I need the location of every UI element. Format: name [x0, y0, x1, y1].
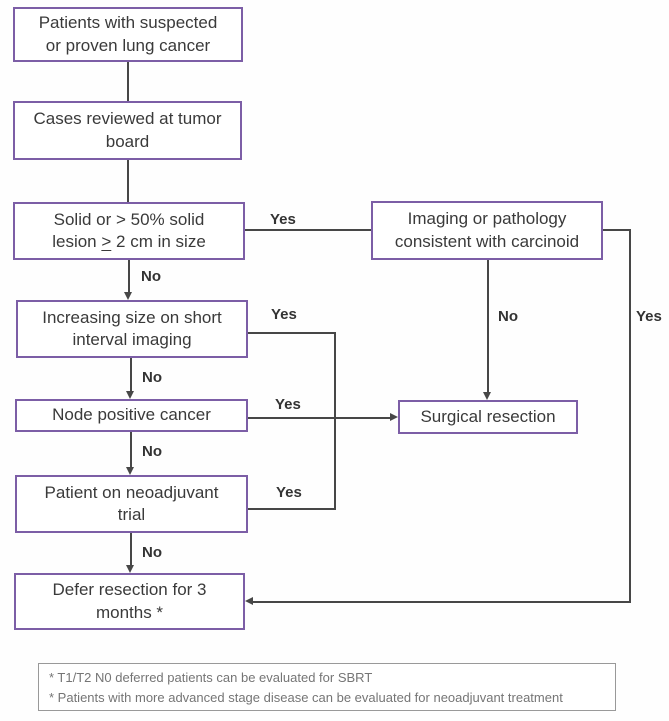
- solid-lesion-l2-post: 2 cm in size: [111, 232, 206, 251]
- connector-yes-collector-line: [334, 332, 336, 508]
- node-solid-lesion: Solid or > 50% solid lesion > 2 cm in si…: [13, 202, 245, 260]
- node-carcinoid: Imaging or pathology consistent with car…: [371, 201, 603, 260]
- connector-nodepositive-no-line: [130, 432, 132, 468]
- node-solid-lesion-line2: lesion > 2 cm in size: [15, 231, 243, 253]
- edge-label-yes-solid-carcinoid: Yes: [270, 211, 296, 228]
- arrowhead-into-neoadjuvant: [126, 467, 134, 475]
- footnote-box: * T1/T2 N0 deferred patients can be eval…: [38, 663, 616, 711]
- connector-carcinoid-yes-right-line: [629, 229, 631, 603]
- connector-tumorboard-to-solid: [127, 160, 129, 202]
- solid-lesion-l2-pre: lesion: [52, 232, 102, 251]
- arrowhead-into-increasing: [124, 292, 132, 300]
- node-patients-suspected: Patients with suspected or proven lung c…: [13, 7, 243, 62]
- node-neoadjuvant-trial-line2: trial: [117, 505, 146, 524]
- footnote-line2: * Patients with more advanced stage dise…: [49, 690, 563, 706]
- node-surgical-resection: Surgical resection: [398, 400, 578, 434]
- connector-neoadjuvant-no-line: [130, 533, 132, 566]
- edge-label-no-neoadjuvant: No: [142, 544, 162, 561]
- connector-carcinoid-no-line: [487, 260, 489, 393]
- connector-carcinoid-to-right: [603, 229, 631, 231]
- arrowhead-into-defer-top: [126, 565, 134, 573]
- node-tumor-board: Cases reviewed at tumor board: [13, 101, 242, 160]
- node-carcinoid-line1: Imaging or pathology: [407, 209, 567, 229]
- solid-lesion-gte-symbol: >: [101, 232, 112, 251]
- node-node-positive-line1: Node positive cancer: [52, 405, 211, 425]
- connector-solid-yes-to-carcinoid: [245, 229, 371, 231]
- connector-right-to-defer: [253, 601, 630, 603]
- arrowhead-into-surgical-left: [390, 413, 398, 421]
- edge-label-no-solid: No: [141, 268, 161, 285]
- connector-neoadjuvant-yes: [248, 508, 336, 510]
- edge-label-yes-nodepositive: Yes: [275, 396, 301, 413]
- node-increasing-size: Increasing size on short interval imagin…: [16, 300, 248, 358]
- connector-nodepositive-yes-to-surgical: [248, 417, 391, 419]
- connector-increasing-yes: [248, 332, 336, 334]
- node-defer-resection-line2: months *: [95, 602, 164, 622]
- edge-label-yes-increasing: Yes: [271, 306, 297, 323]
- edge-label-yes-neoadjuvant: Yes: [276, 484, 302, 501]
- node-neoadjuvant-trial: Patient on neoadjuvant trial: [15, 475, 248, 533]
- connector-suspected-to-tumorboard: [127, 62, 129, 101]
- node-increasing-size-line2: interval imaging: [72, 330, 192, 349]
- arrowhead-into-defer-right: [245, 597, 253, 605]
- connector-increasing-no-line: [130, 358, 132, 392]
- node-defer-resection-line1: Defer resection for 3: [52, 580, 207, 600]
- edge-label-yes-carcinoid: Yes: [636, 308, 662, 325]
- edge-label-no-increasing: No: [142, 369, 162, 386]
- node-increasing-size-line1: Increasing size on short: [42, 307, 222, 327]
- node-solid-lesion-line1: Solid or > 50% solid: [53, 209, 205, 229]
- node-neoadjuvant-trial-line1: Patient on neoadjuvant: [44, 482, 219, 502]
- edge-label-no-nodepositive: No: [142, 443, 162, 460]
- footnote-line1: * T1/T2 N0 deferred patients can be eval…: [49, 670, 373, 685]
- node-patients-suspected-line1: Patients with suspected: [38, 13, 218, 33]
- node-tumor-board-line1: Cases reviewed at tumor: [33, 109, 222, 129]
- node-surgical-resection-line1: Surgical resection: [420, 406, 556, 426]
- node-node-positive: Node positive cancer: [15, 399, 248, 432]
- connector-solid-no-line: [128, 260, 130, 293]
- arrowhead-into-nodepositive: [126, 391, 134, 399]
- node-defer-resection: Defer resection for 3 months *: [14, 573, 245, 630]
- node-carcinoid-line2: consistent with carcinoid: [394, 231, 580, 251]
- node-patients-suspected-line2: or proven lung cancer: [45, 35, 211, 55]
- node-tumor-board-line2: board: [105, 131, 150, 151]
- edge-label-no-carcinoid: No: [498, 308, 518, 325]
- arrowhead-into-surgical-top: [483, 392, 491, 400]
